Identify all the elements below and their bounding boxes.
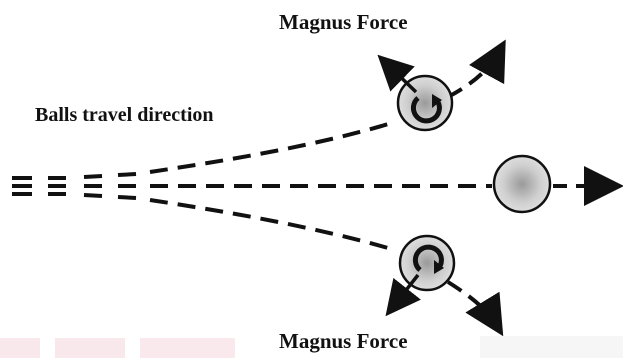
clockwise-spin-arrow-icon xyxy=(410,96,442,124)
watermark xyxy=(0,336,623,358)
magnus-force-arrow-top xyxy=(377,54,418,94)
magnus-force-label-bottom: Magnus Force xyxy=(279,329,408,353)
upper-trajectory xyxy=(149,120,396,174)
start-dashes xyxy=(12,172,137,200)
counterclockwise-spin-arrow-icon xyxy=(412,244,444,272)
lower-trajectory-exit xyxy=(446,280,504,337)
bottom-ball xyxy=(385,234,456,317)
middle-ball xyxy=(492,154,552,214)
magnus-force-arrow-bottom xyxy=(385,273,421,317)
travel-direction-label: Balls travel direction xyxy=(35,104,214,126)
magnus-force-label-top: Magnus Force xyxy=(279,10,408,34)
top-ball xyxy=(377,54,454,132)
lower-trajectory xyxy=(149,198,396,252)
upper-trajectory-exit xyxy=(447,39,506,99)
